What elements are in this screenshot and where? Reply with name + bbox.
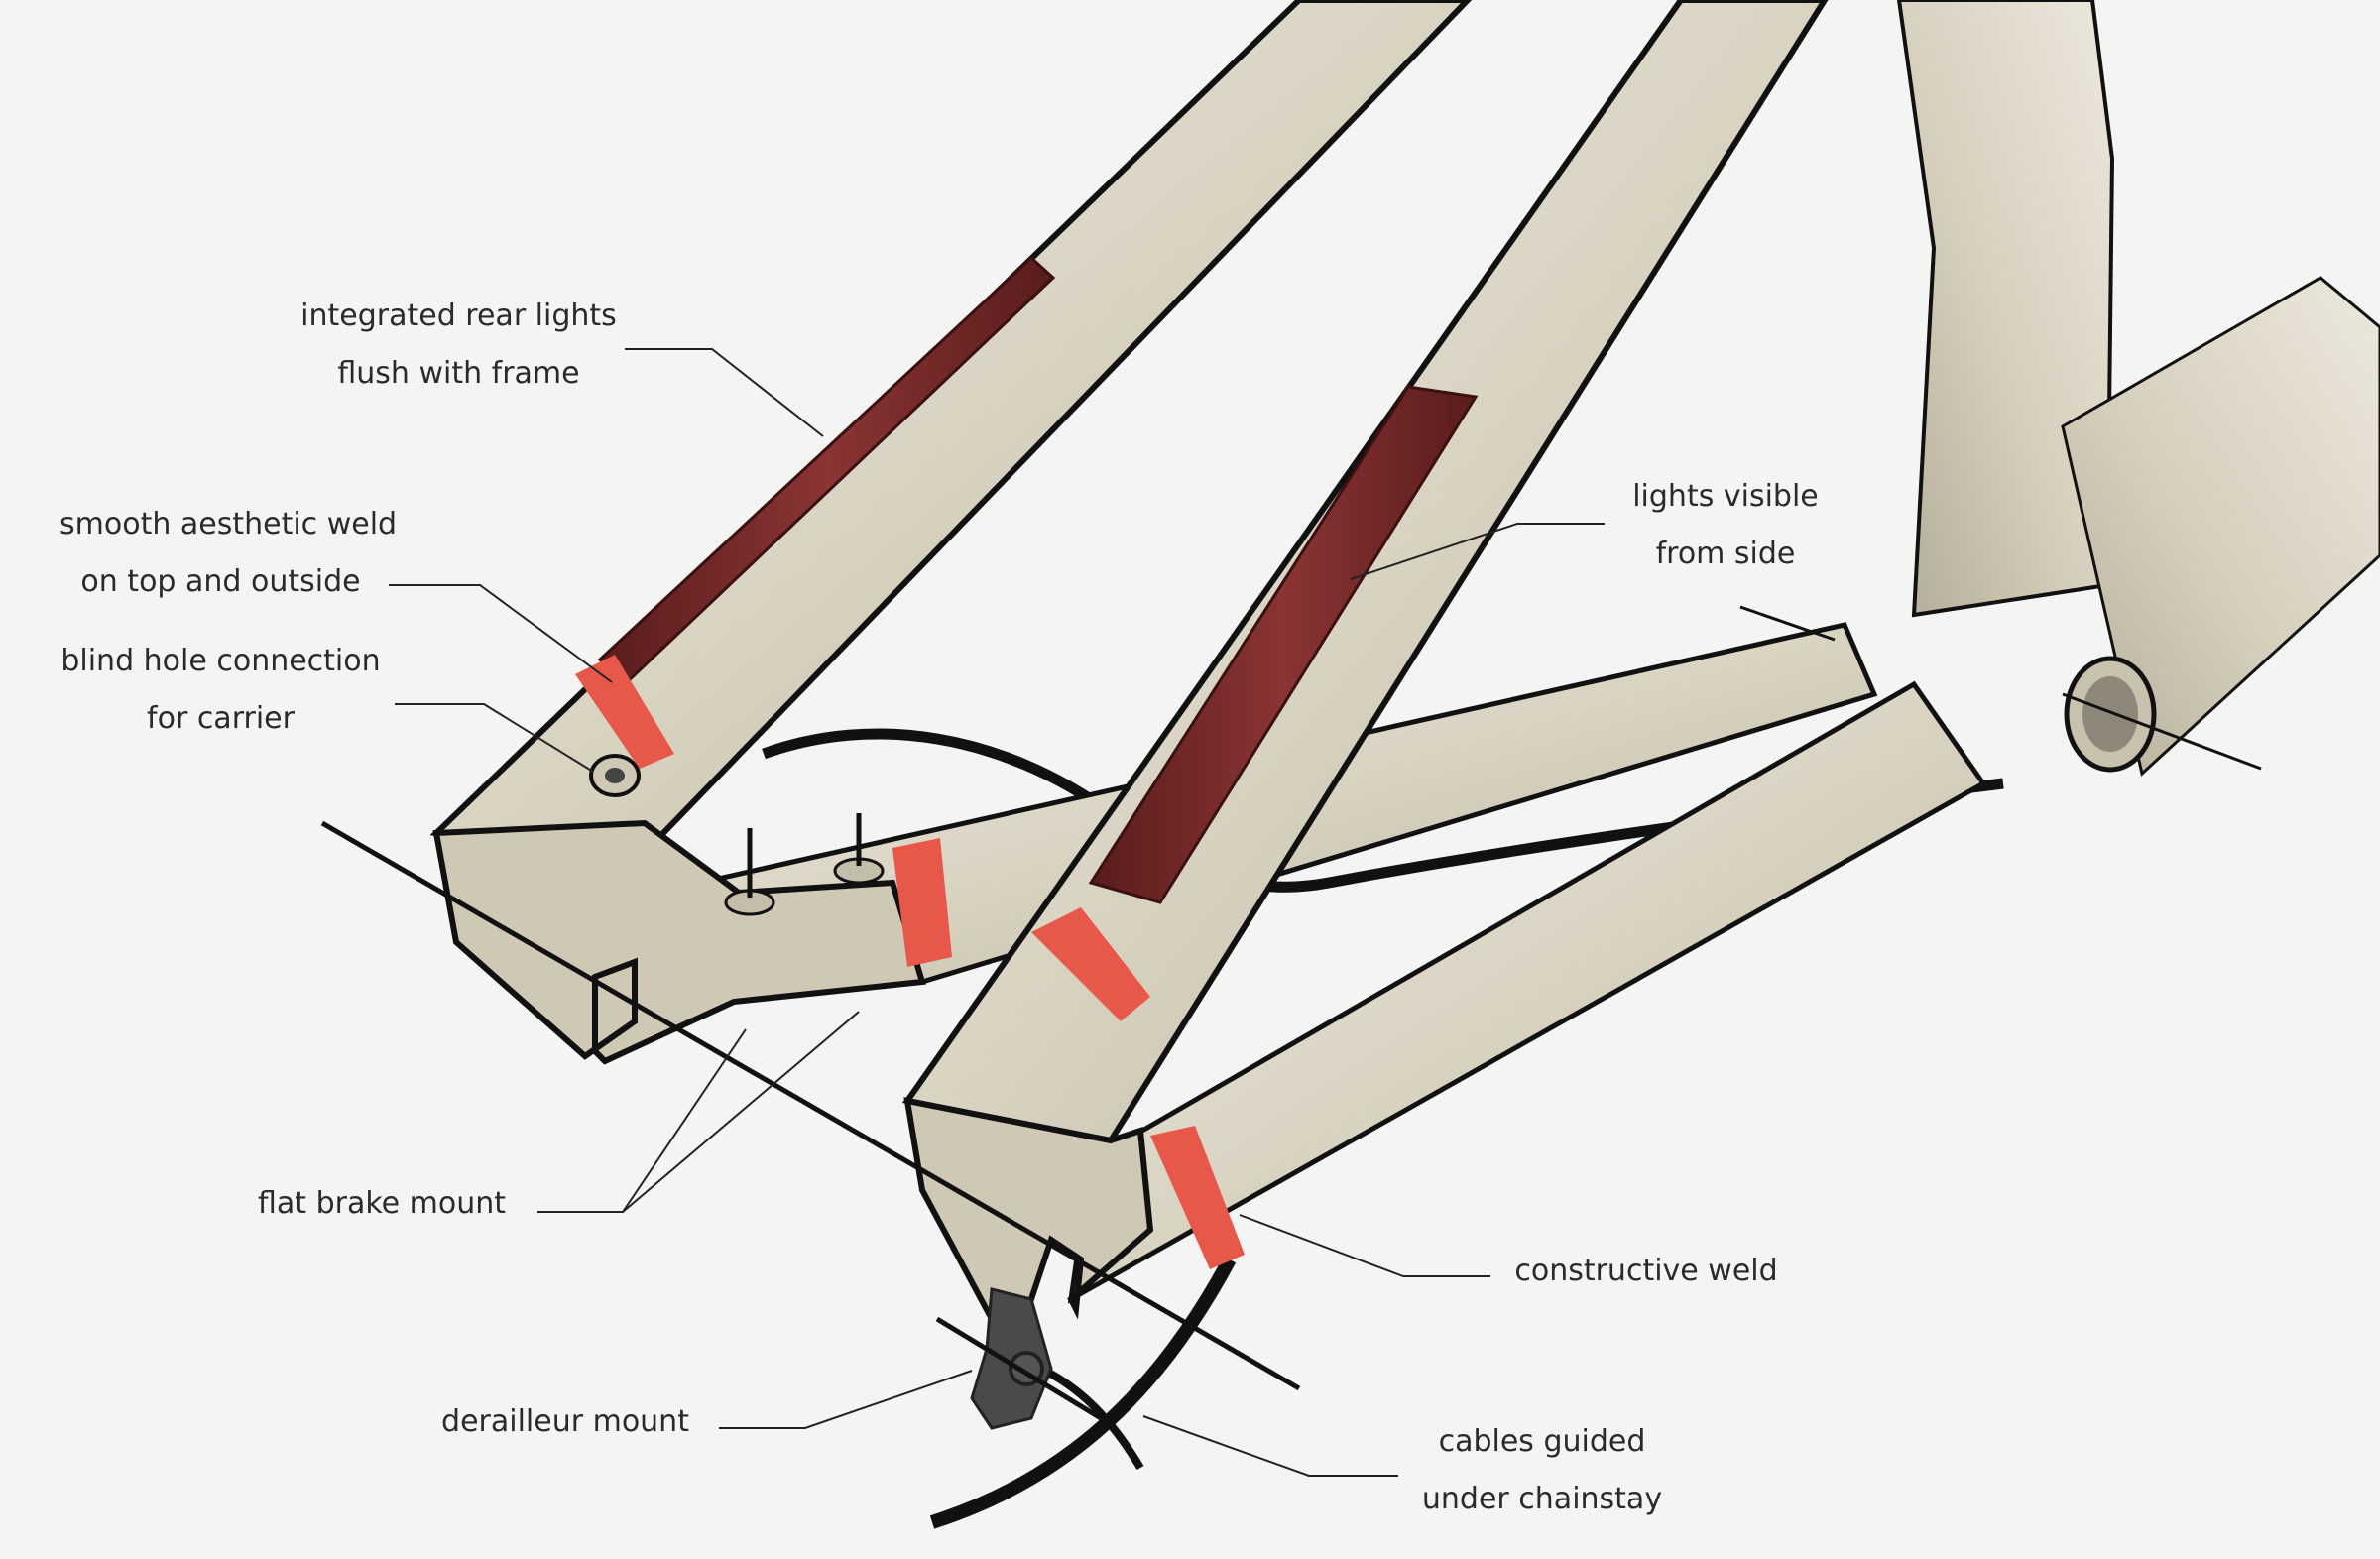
label-constructive-weld: constructive weld	[1514, 1254, 1778, 1288]
leader-flat-brake-2	[622, 1011, 860, 1213]
label-lights-visible: lights visible from side	[1632, 479, 1819, 571]
dropout-far	[432, 819, 926, 1065]
label-flat-brake-mount: flat brake mount	[257, 1186, 506, 1221]
weld-band-near-chainstay	[1150, 1126, 1245, 1269]
label-smooth-aesthetic-weld: smooth aesthetic weld on top and outside	[60, 507, 398, 599]
seat-tube	[1896, 0, 2115, 618]
weld-band-far-stay	[575, 655, 674, 769]
leader-constructive-weld	[1239, 1214, 1490, 1277]
axle-far	[320, 820, 1301, 1391]
bottom-bracket-bore	[2082, 676, 2138, 752]
rear-light-strip-near	[1088, 385, 1479, 904]
label-derailleur-mount: derailleur mount	[441, 1404, 689, 1439]
carrier-hole-inner	[605, 768, 625, 783]
weld-band-far-chainstay	[892, 838, 952, 967]
leader-aesthetic-weld	[389, 584, 613, 683]
leader-blind-hole	[395, 703, 594, 773]
bb-axle	[2062, 692, 2262, 771]
leader-cables	[1142, 1415, 1398, 1477]
weld-band-near-stay	[1031, 907, 1150, 1021]
label-integrated-rear-lights: integrated rear lights flush with frame	[300, 299, 617, 391]
leader-rear-lights	[625, 348, 824, 437]
derailleur-hanger	[970, 1287, 1053, 1430]
cable-rear	[1039, 1365, 1144, 1471]
seat-tube-guide	[1739, 605, 1836, 642]
leader-derailleur	[719, 1370, 973, 1429]
label-cables-guided: cables guided under chainstay	[1421, 1424, 1663, 1516]
label-blind-hole-connection: blind hole connection for carrier	[60, 644, 381, 736]
axle-near	[935, 1316, 1103, 1421]
leader-flat-brake-1	[537, 1028, 747, 1213]
leader-lights-side	[1350, 523, 1605, 580]
